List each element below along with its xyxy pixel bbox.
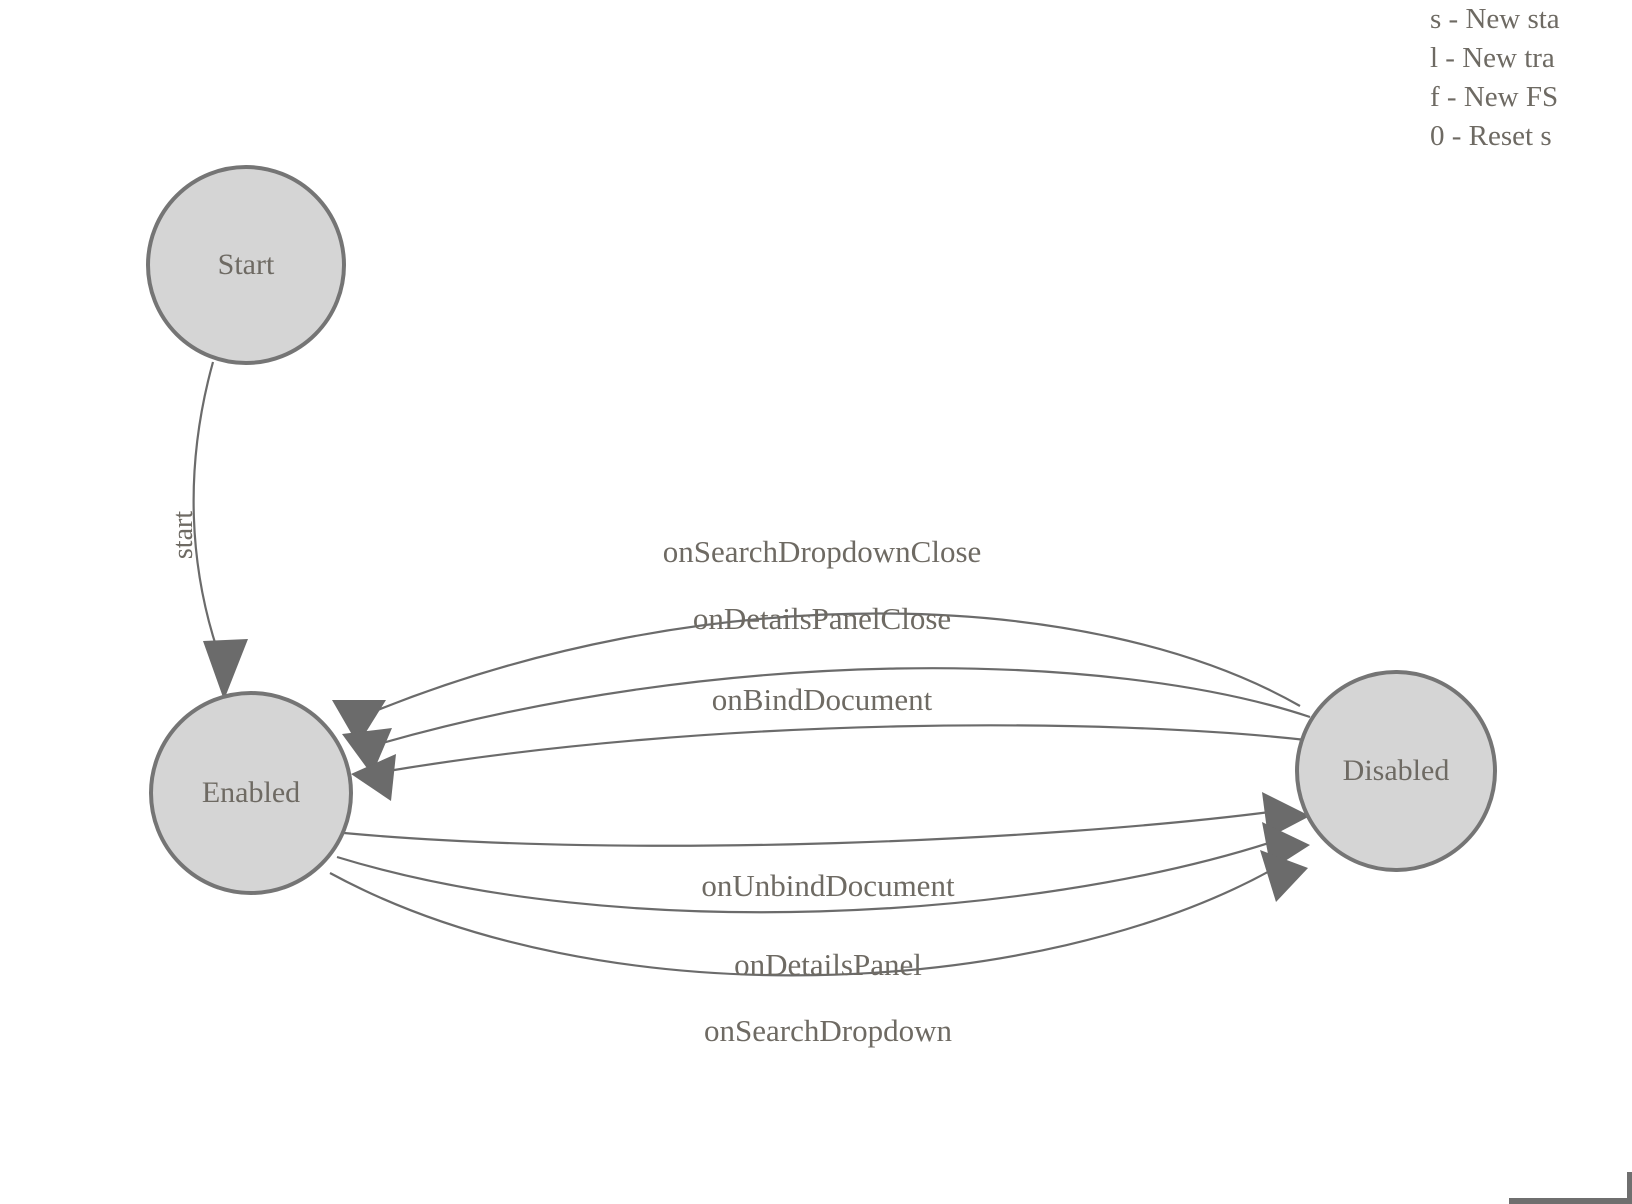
state-circle-enabled[interactable] <box>149 691 353 895</box>
transition-on-unbind-document[interactable] <box>343 792 1310 847</box>
scrollbar-vertical[interactable] <box>1627 1172 1632 1204</box>
edge-label-on-details-panel: onDetailsPanel <box>734 947 922 982</box>
help-line-new-state: s - New sta <box>1430 3 1560 35</box>
edge-label-on-details-panel-close: onDetailsPanelClose <box>693 601 951 636</box>
edge-path-on-details-panel <box>336 840 1273 914</box>
edge-path-on-search-dropdown <box>329 867 1276 977</box>
transition-on-search-dropdown[interactable] <box>329 850 1308 977</box>
arrow-head-on-bind-document <box>351 754 396 801</box>
scrollbar-corner[interactable] <box>1480 1130 1632 1204</box>
scrollbar-horizontal[interactable] <box>1509 1198 1627 1204</box>
state-node-start[interactable]: Start <box>146 165 346 365</box>
arrow-head-start <box>203 639 248 700</box>
edge-path-start <box>192 361 221 656</box>
transition-on-search-dropdown-close[interactable] <box>332 612 1301 746</box>
help-line-new-transition: l - New tra <box>1430 42 1555 74</box>
transition-start[interactable] <box>192 361 248 700</box>
arrow-head-on-unbind-document <box>1262 792 1310 838</box>
edge-label-on-search-dropdown-close: onSearchDropdownClose <box>663 534 982 569</box>
state-node-disabled[interactable]: Disabled <box>1295 670 1497 872</box>
state-circle-start[interactable] <box>146 165 346 365</box>
transition-on-bind-document[interactable] <box>351 724 1307 801</box>
help-line-new-fsm: f - New FS <box>1430 81 1559 113</box>
edge-path-on-unbind-document <box>343 810 1271 847</box>
edge-label-start: start <box>168 511 199 559</box>
state-node-enabled[interactable]: Enabled <box>149 691 353 895</box>
arrow-head-on-search-dropdown-close <box>332 700 386 745</box>
help-legend: s - New sta l - New tra f - New FS 0 - R… <box>1430 0 1632 156</box>
arrow-head-on-details-panel-close <box>342 728 392 775</box>
edge-label-on-bind-document: onBindDocument <box>712 682 933 717</box>
arrow-head-on-search-dropdown <box>1260 850 1308 902</box>
transition-on-details-panel-close[interactable] <box>342 667 1311 775</box>
state-circle-disabled[interactable] <box>1295 670 1497 872</box>
state-label-disabled: Disabled <box>1343 754 1450 787</box>
edge-label-on-unbind-document: onUnbindDocument <box>701 868 955 903</box>
help-line-reset: 0 - Reset s <box>1430 120 1552 152</box>
state-label-start: Start <box>218 248 275 281</box>
edge-label-on-search-dropdown: onSearchDropdown <box>704 1013 952 1048</box>
edge-path-on-details-panel-close <box>371 667 1311 748</box>
edge-path-on-search-dropdown-close <box>362 612 1301 718</box>
edge-path-on-bind-document <box>381 724 1307 774</box>
state-label-enabled: Enabled <box>202 776 300 809</box>
